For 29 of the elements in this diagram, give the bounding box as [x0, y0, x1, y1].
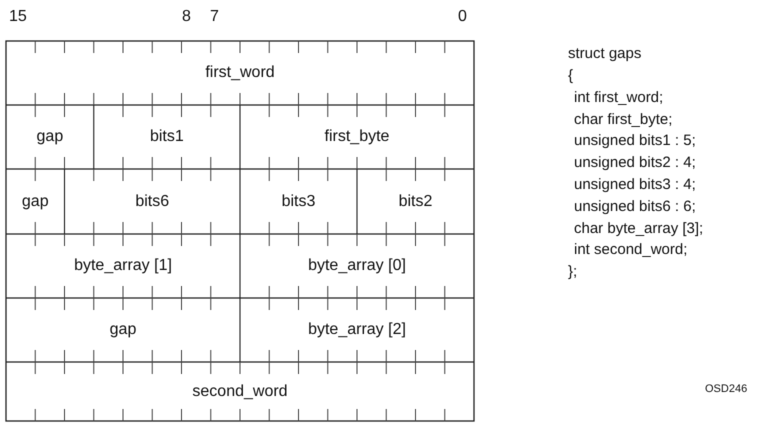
code-line: unsigned bits6 : 6;: [574, 198, 696, 214]
code-line: int second_word;: [574, 242, 688, 258]
field-name: first_byte: [324, 128, 390, 146]
bit-number: 7: [210, 9, 219, 25]
bit-number: 15: [9, 9, 27, 25]
field-name: bits3: [282, 192, 316, 210]
code-line: char byte_array [3];: [574, 220, 704, 236]
field-name: byte_array [2]: [308, 321, 406, 339]
code-line: char first_byte;: [574, 112, 672, 127]
code-line: int first_word;: [574, 90, 664, 105]
field-name: bits6: [135, 192, 170, 210]
field-name: bits2: [398, 192, 432, 210]
code-line: {: [568, 68, 574, 83]
field-name: first_word: [205, 64, 275, 82]
code-line: };: [568, 264, 578, 280]
code-line: struct gaps: [568, 46, 642, 61]
bit-number: 0: [458, 9, 467, 25]
figure-code: OSD246: [705, 384, 748, 395]
field-name: gap: [22, 192, 49, 210]
bit-number: 8: [182, 9, 191, 25]
code-line: unsigned bits2 : 4;: [574, 155, 696, 170]
field-name: second_word: [192, 382, 288, 400]
field-name: gap: [110, 321, 136, 339]
field-name: byte_array [0]: [308, 257, 406, 275]
field-name: gap: [36, 128, 64, 146]
field-name: byte_array [1]: [74, 257, 172, 275]
field-name: bits1: [150, 128, 184, 146]
code-line: unsigned bits1 : 5;: [574, 133, 696, 148]
code-line: unsigned bits3 : 4;: [574, 177, 696, 192]
